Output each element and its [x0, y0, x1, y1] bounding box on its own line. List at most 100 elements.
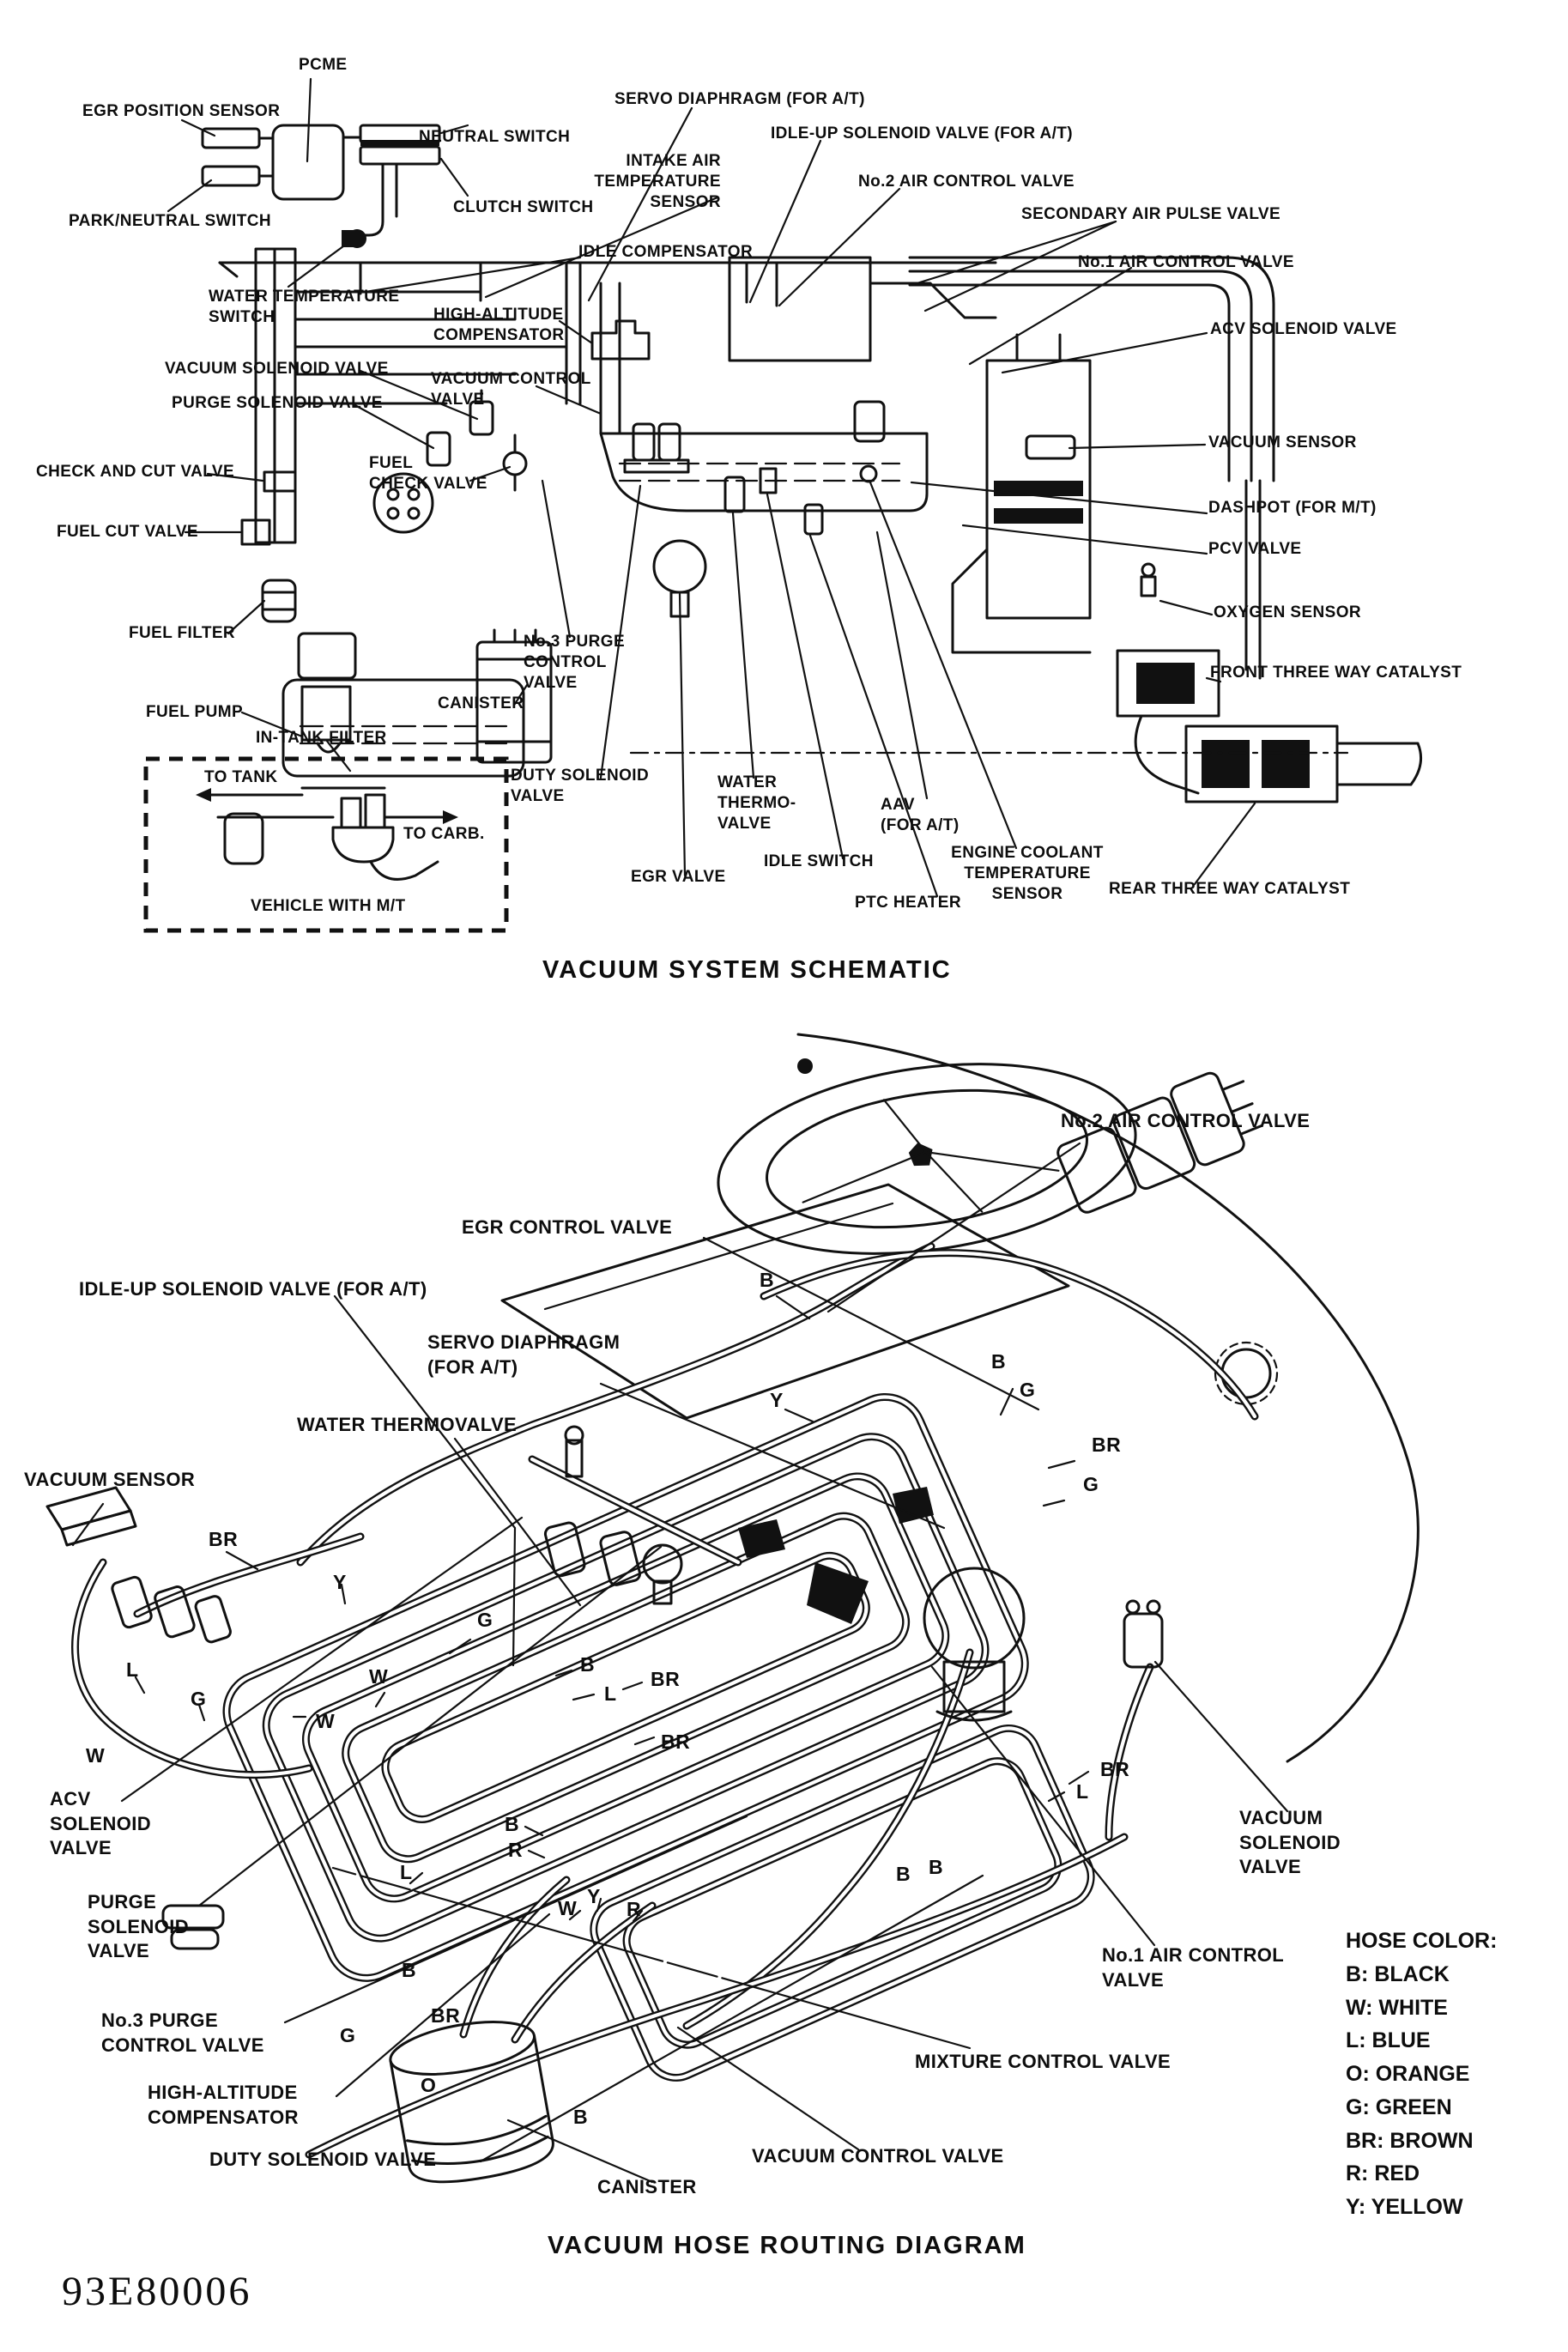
hose-code: B: [573, 2106, 589, 2128]
hose-code: Y: [587, 1885, 601, 1907]
label-duty-solenoid-valve-b: DUTY SOLENOID VALVE: [209, 2149, 437, 2170]
label-idle-up-solenoid-valve: IDLE-UP SOLENOID VALVE (FOR A/T): [771, 124, 1073, 142]
hose-code: BR: [1092, 1434, 1122, 1456]
hose-code: Y: [770, 1389, 784, 1411]
label-no1-air-control-valve-b: No.1 AIR CONTROL VALVE: [1102, 1944, 1285, 1991]
hose-code: G: [1083, 1473, 1099, 1495]
label-canister-b: CANISTER: [597, 2176, 697, 2197]
label-park-neutral-switch: PARK/NEUTRAL SWITCH: [69, 212, 271, 230]
hose-code: W: [369, 1665, 389, 1688]
hose-color-legend: HOSE COLOR: B: BLACK W: WHITE L: BLUE O:…: [1346, 1925, 1497, 2224]
label-purge-solenoid-valve-b: PURGE SOLENOID VALVE: [88, 1891, 190, 1962]
label-acv-solenoid-valve-b: ACV SOLENOID VALVE: [50, 1788, 152, 1859]
label-egr-valve: EGR VALVE: [631, 868, 726, 886]
schematic-title: VACUUM SYSTEM SCHEMATIC: [542, 956, 952, 984]
label-vehicle-with-mt: VEHICLE WITH M/T: [251, 897, 406, 915]
label-dashpot: DASHPOT (FOR M/T): [1208, 499, 1377, 517]
label-pcv-valve: PCV VALVE: [1208, 540, 1302, 558]
label-canister: CANISTER: [438, 694, 524, 712]
legend-entry: R: RED: [1346, 2161, 1420, 2186]
hose-code: B: [896, 1863, 911, 1885]
legend-entry: B: BLACK: [1346, 1961, 1450, 1986]
legend-entry: L: BLUE: [1346, 2028, 1431, 2053]
label-in-tank-filter: IN-TANK FILTER: [256, 729, 387, 747]
label-idle-compensator: IDLE COMPENSATOR: [578, 243, 754, 261]
label-servo-diaphragm: SERVO DIAPHRAGM (FOR A/T): [614, 90, 865, 108]
hose-code: W: [316, 1710, 336, 1732]
hose-code: G: [477, 1609, 493, 1631]
label-check-and-cut-valve: CHECK AND CUT VALVE: [36, 463, 235, 481]
label-idle-switch: IDLE SWITCH: [764, 852, 874, 870]
legend-entry: Y: YELLOW: [1346, 2195, 1463, 2219]
routing-title: VACUUM HOSE ROUTING DIAGRAM: [548, 2232, 1026, 2259]
hose-code: W: [86, 1744, 106, 1767]
label-no2-air-control-valve-b: No.2 AIR CONTROL VALVE: [1061, 1110, 1311, 1131]
label-fuel-check-valve: FUEL CHECK VALVE: [369, 454, 487, 493]
label-to-carb: TO CARB.: [403, 825, 485, 843]
hose-code: BR: [651, 1668, 681, 1690]
label-rear-three-way-catalyst: REAR THREE WAY CATALYST: [1109, 880, 1351, 898]
label-neutral-switch: NEUTRAL SWITCH: [419, 128, 571, 146]
label-to-tank: TO TANK: [204, 768, 278, 786]
label-vacuum-solenoid-valve: VACUUM SOLENOID VALVE: [165, 360, 389, 378]
hose-code: BR: [1100, 1758, 1130, 1780]
hose-code: G: [340, 2024, 356, 2046]
hose-code: G: [1020, 1379, 1036, 1401]
label-secondary-air-pulse-valve: SECONDARY AIR PULSE VALVE: [1021, 205, 1281, 223]
label-oxygen-sensor: OXYGEN SENSOR: [1214, 603, 1362, 621]
label-pcme: PCME: [299, 56, 348, 74]
hose-code: Y: [333, 1571, 347, 1593]
label-water-thermo-valve: WATER THERMO- VALVE: [717, 773, 796, 833]
label-mixture-control-valve-b: MIXTURE CONTROL VALVE: [915, 2051, 1171, 2072]
vacuum-hose-routing-art: [45, 1033, 1420, 2184]
label-servo-diaphragm-b: SERVO DIAPHRAGM (FOR A/T): [427, 1331, 621, 1378]
label-purge-solenoid-valve: PURGE SOLENOID VALVE: [172, 394, 383, 412]
label-no3-purge-control-valve-b: No.3 PURGE CONTROL VALVE: [101, 2010, 264, 2056]
label-vacuum-sensor-b: VACUUM SENSOR: [24, 1469, 196, 1490]
hose-code: BR: [431, 2004, 461, 2027]
label-vacuum-solenoid-valve-b: VACUUM SOLENOID VALVE: [1239, 1807, 1341, 1878]
label-no3-purge-control-valve: No.3 PURGE CONTROL VALVE: [524, 633, 626, 692]
label-ptc-heater: PTC HEATER: [855, 894, 961, 912]
hose-code: B: [505, 1813, 520, 1835]
hose-code: B: [580, 1653, 596, 1676]
legend-entry: BR: BROWN: [1346, 2128, 1474, 2153]
label-front-three-way-catalyst: FRONT THREE WAY CATALYST: [1210, 664, 1462, 682]
label-no1-air-control-valve: No.1 AIR CONTROL VALVE: [1078, 253, 1294, 271]
label-vacuum-control-valve-b: VACUUM CONTROL VALVE: [752, 2145, 1004, 2167]
hose-code: B: [402, 1959, 417, 1981]
legend-title: HOSE COLOR:: [1346, 1929, 1498, 1953]
label-intake-air-temperature-sensor: INTAKE AIR TEMPERATURE SENSOR: [594, 152, 721, 211]
hose-code: L: [400, 1861, 413, 1883]
hose-code: B: [991, 1350, 1007, 1373]
label-high-altitude-compensator-b: HIGH-ALTITUDE COMPENSATOR: [148, 2082, 299, 2128]
label-fuel-cut-valve: FUEL CUT VALVE: [57, 523, 198, 541]
hose-code: B: [760, 1269, 775, 1291]
label-aav: AAV (FOR A/T): [881, 796, 960, 834]
hose-code: B: [929, 1856, 944, 1878]
hose-code: W: [558, 1897, 578, 1919]
label-egr-control-valve-b: EGR CONTROL VALVE: [462, 1216, 673, 1238]
label-engine-coolant-temperature-sensor: ENGINE COOLANT TEMPERATURE SENSOR: [951, 844, 1104, 903]
hose-code: L: [126, 1658, 139, 1681]
label-idle-up-solenoid-valve-b: IDLE-UP SOLENOID VALVE (FOR A/T): [79, 1278, 427, 1300]
hose-code: L: [1076, 1780, 1089, 1803]
hose-code: R: [627, 1898, 642, 1920]
label-egr-position-sensor: EGR POSITION SENSOR: [82, 102, 281, 120]
label-fuel-filter: FUEL FILTER: [129, 624, 236, 642]
hose-code: L: [604, 1682, 617, 1705]
label-duty-solenoid-valve: DUTY SOLENOID VALVE: [511, 767, 650, 805]
legend-entry: O: ORANGE: [1346, 2062, 1470, 2086]
legend-entry: G: GREEN: [1346, 2094, 1452, 2119]
label-water-thermovalve-b: WATER THERMOVALVE: [297, 1414, 518, 1435]
label-vacuum-control-valve: VACUUM CONTROL VALVE: [431, 370, 591, 409]
label-high-altitude-compensator: HIGH-ALTITUDE COMPENSATOR: [433, 306, 565, 344]
hose-code: BR: [661, 1731, 691, 1753]
label-fuel-pump: FUEL PUMP: [146, 703, 244, 721]
label-vacuum-sensor: VACUUM SENSOR: [1208, 433, 1357, 452]
label-clutch-switch: CLUTCH SWITCH: [453, 198, 594, 216]
hose-code: G: [191, 1688, 207, 1710]
label-acv-solenoid-valve: ACV SOLENOID VALVE: [1210, 320, 1397, 338]
label-no2-air-control-valve: No.2 AIR CONTROL VALVE: [858, 173, 1075, 191]
